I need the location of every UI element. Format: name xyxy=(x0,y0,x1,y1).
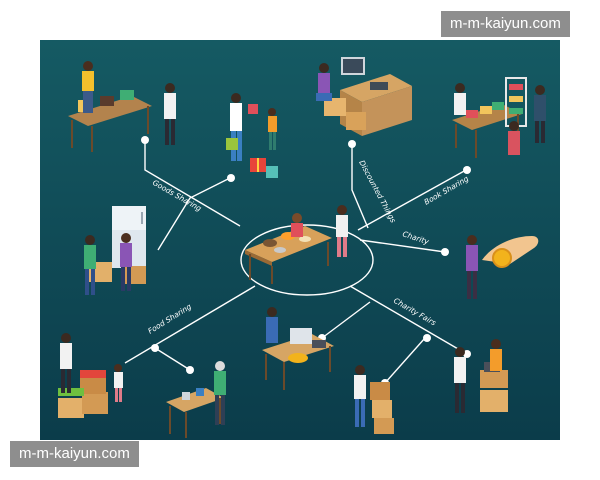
gift-giving-illustration xyxy=(226,93,278,178)
sharing-economy-diagram: Goods Sharing Discounted Things Book Sha… xyxy=(40,40,560,440)
watermark-top: m-m-kaiyun.com xyxy=(441,11,570,37)
connector-nodes xyxy=(141,136,471,387)
charity-illustration xyxy=(466,235,539,299)
discounted-things-illustration xyxy=(316,57,412,136)
center-food-stall xyxy=(240,205,374,296)
goods-sharing-illustration xyxy=(68,61,176,152)
charity-fair-boxes-illustration xyxy=(354,365,394,434)
fridge-sharing-illustration xyxy=(84,206,146,295)
elderly-table-illustration xyxy=(166,361,226,438)
food-sharing-illustration xyxy=(58,333,123,418)
donation-illustration xyxy=(454,339,508,413)
book-sharing-illustration xyxy=(452,77,546,158)
connector-lines xyxy=(124,142,467,384)
cooking-stall-illustration xyxy=(262,307,334,390)
watermark-bottom: m-m-kaiyun.com xyxy=(10,441,139,467)
